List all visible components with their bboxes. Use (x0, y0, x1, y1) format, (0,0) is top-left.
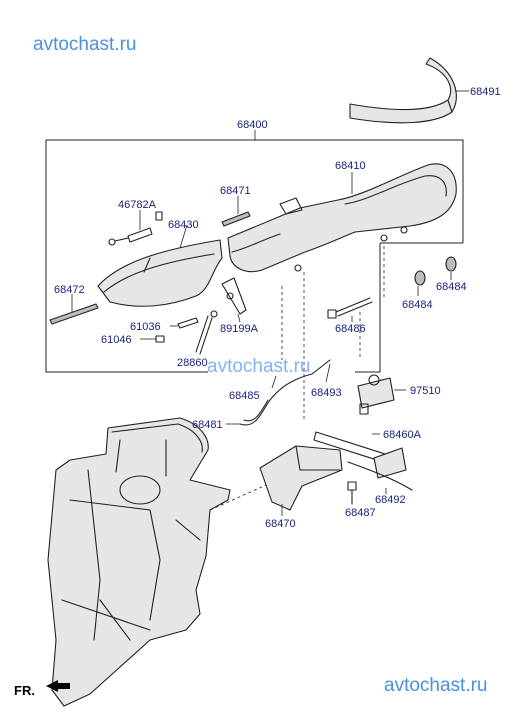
label-68492: 68492 (375, 494, 406, 506)
label-68481: 68481 (192, 419, 223, 431)
hardware-61046 (140, 335, 165, 343)
label-68484-a: 68484 (402, 299, 433, 311)
bracket-68460A (313, 431, 407, 479)
label-89199A: 89199A (220, 323, 259, 335)
assembly-lines (209, 246, 385, 511)
cover-68491 (349, 57, 469, 124)
watermark-bottom-right: avtochast.ru (384, 675, 488, 696)
rod-28860 (195, 315, 213, 355)
label-61046: 61046 (101, 334, 132, 346)
housing-frame (47, 417, 231, 707)
grommet-68484 (414, 256, 457, 296)
label-46782A: 46782A (118, 199, 157, 211)
label-68487: 68487 (345, 507, 376, 519)
bolt-68486 (327, 297, 373, 322)
label-61036: 61036 (130, 321, 161, 333)
label-68493: 68493 (311, 387, 342, 399)
bolt-68487 (347, 481, 357, 505)
strip-68471 (221, 196, 251, 227)
label-97510: 97510 (410, 385, 441, 397)
label-68400: 68400 (237, 119, 268, 131)
label-68471: 68471 (220, 185, 251, 197)
label-68470: 68470 (265, 518, 296, 530)
valve-97510 (357, 374, 406, 415)
label-68430: 68430 (168, 219, 199, 231)
watermark-top-left: avtochast.ru (33, 34, 137, 55)
label-68460A: 68460A (383, 429, 422, 441)
hardware-61036 (170, 317, 199, 329)
label-68486: 68486 (335, 323, 366, 335)
front-arrow-icon (46, 680, 70, 692)
label-28860: 28860 (177, 357, 208, 369)
clip-46782A (108, 210, 163, 246)
bracket-68470 (259, 445, 343, 516)
direction-label: FR. (14, 683, 35, 698)
label-68484-b: 68484 (436, 281, 467, 293)
lever-89199A (210, 277, 247, 323)
cable-68481 (226, 359, 331, 426)
label-68491: 68491 (470, 86, 501, 98)
duct-68430 (97, 224, 223, 307)
rod-68492 (347, 461, 413, 494)
duct-68410 (227, 163, 457, 273)
label-68472: 68472 (54, 284, 85, 296)
label-68410: 68410 (335, 160, 366, 172)
strip-68472 (49, 294, 99, 325)
assembly-frame (45, 130, 464, 373)
watermark-middle: avtochast.ru (207, 356, 311, 377)
label-68485: 68485 (229, 390, 260, 402)
